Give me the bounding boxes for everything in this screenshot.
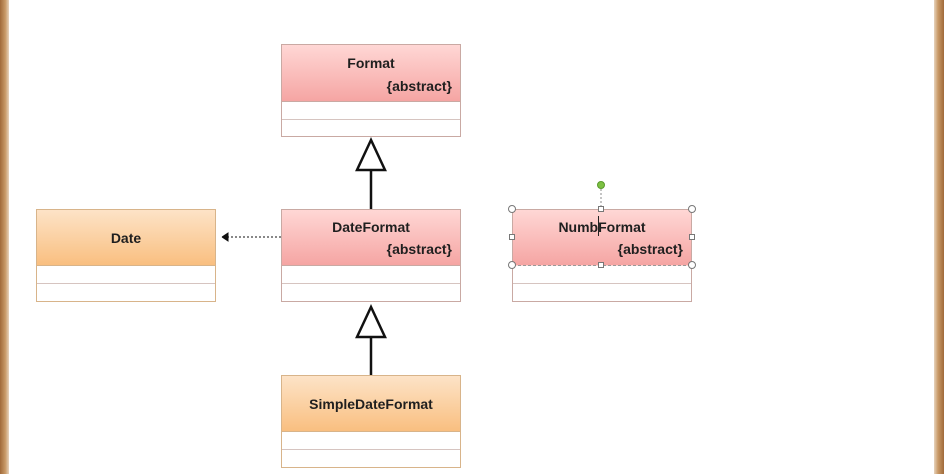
class-attributes-compartment: [282, 432, 460, 450]
class-stereotype[interactable]: {abstract}: [617, 241, 683, 257]
class-attributes-compartment: [513, 266, 691, 284]
class-operations-compartment: [282, 284, 460, 302]
class-numberformat[interactable]: NumbFormat {abstract}: [512, 209, 692, 302]
class-dateformat[interactable]: DateFormat {abstract}: [281, 209, 461, 302]
class-dateformat-header: DateFormat {abstract}: [282, 210, 460, 266]
class-numberformat-header[interactable]: NumbFormat {abstract}: [513, 210, 691, 266]
class-date-header: Date: [37, 210, 215, 266]
class-attributes-compartment: [282, 266, 460, 284]
class-attributes-compartment: [37, 266, 215, 284]
class-simpledateformat[interactable]: SimpleDateFormat: [281, 375, 461, 468]
generalization-arrowhead-format[interactable]: [355, 137, 387, 172]
class-attributes-compartment: [282, 102, 460, 120]
class-operations-compartment: [282, 120, 460, 138]
class-simpledateformat-header: SimpleDateFormat: [282, 376, 460, 432]
resize-handle-top-left[interactable]: [508, 205, 516, 213]
resize-handle-bottom-left[interactable]: [508, 261, 516, 269]
resize-handle-bottom-center[interactable]: [598, 262, 604, 268]
resize-handle-middle-left[interactable]: [509, 234, 515, 240]
class-name: Format: [347, 55, 395, 71]
window-frame-left: [0, 0, 9, 474]
resize-handle-middle-right[interactable]: [689, 234, 695, 240]
class-stereotype: {abstract}: [386, 241, 452, 257]
class-name: DateFormat: [332, 219, 410, 235]
text-cursor: [598, 216, 599, 236]
class-format-header: Format {abstract}: [282, 45, 460, 102]
window-frame-right: [934, 0, 944, 474]
resize-handle-top-center[interactable]: [598, 206, 604, 212]
class-name: SimpleDateFormat: [309, 396, 433, 412]
class-operations-compartment: [513, 284, 691, 302]
class-date[interactable]: Date: [36, 209, 216, 302]
rotate-handle[interactable]: [597, 181, 605, 189]
class-operations-compartment: [37, 284, 215, 302]
class-name: Date: [110, 230, 142, 246]
class-format[interactable]: Format {abstract}: [281, 44, 461, 137]
class-stereotype: {abstract}: [386, 78, 452, 94]
resize-handle-bottom-right[interactable]: [688, 261, 696, 269]
class-operations-compartment: [282, 450, 460, 468]
dependency-arrowhead-date[interactable]: [221, 232, 229, 242]
generalization-arrowhead-dateformat[interactable]: [355, 304, 387, 339]
class-name[interactable]: NumbFormat: [558, 219, 646, 235]
resize-handle-top-right[interactable]: [688, 205, 696, 213]
